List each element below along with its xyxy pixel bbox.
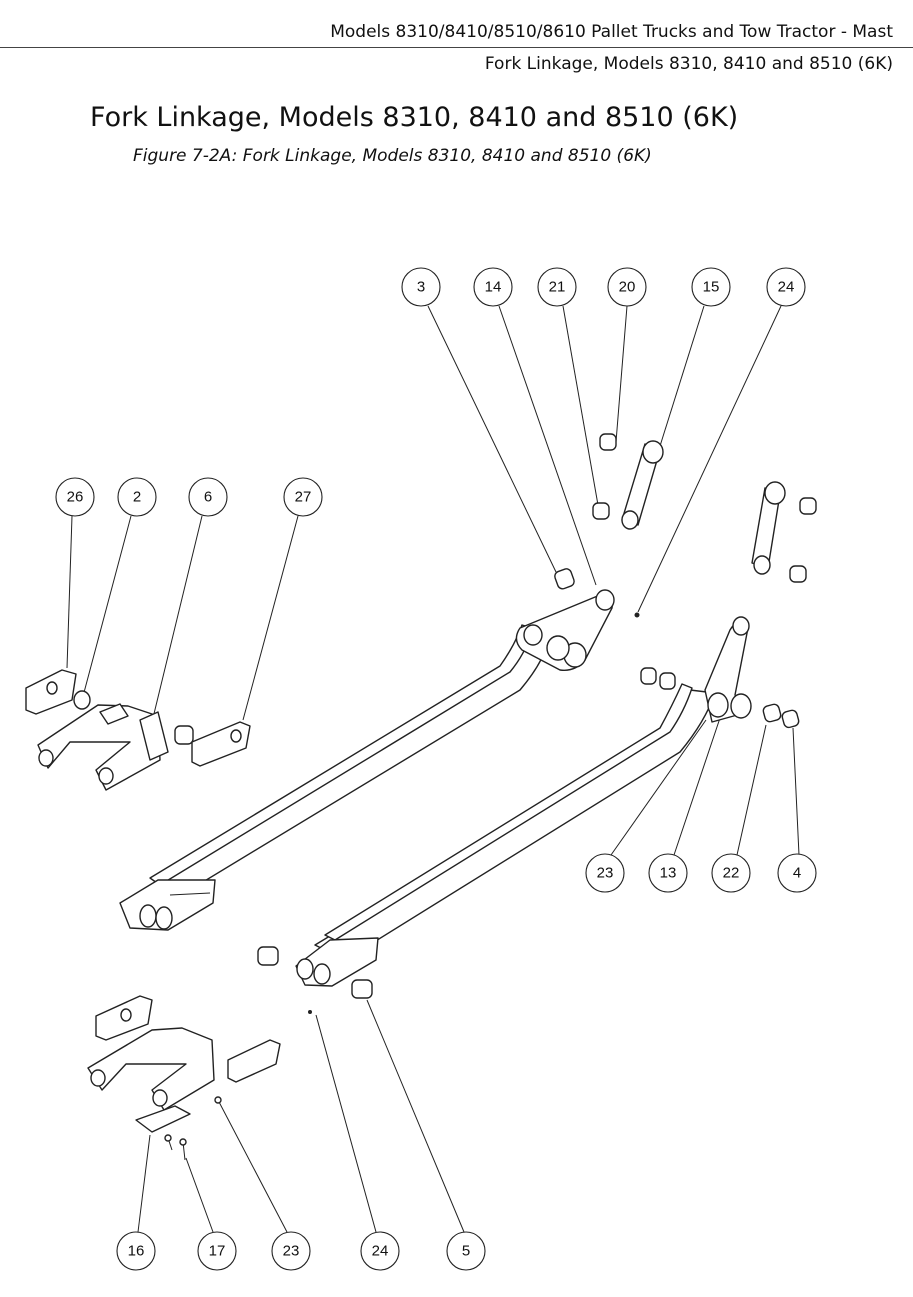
callout-5: 5 bbox=[446, 1231, 486, 1271]
callout-13: 13 bbox=[648, 853, 688, 893]
callout-20: 20 bbox=[607, 267, 647, 307]
callout-label: 23 bbox=[283, 1243, 300, 1260]
callout-label: 14 bbox=[485, 279, 502, 296]
callout-21: 21 bbox=[537, 267, 577, 307]
header-doc-title: Models 8310/8410/8510/8610 Pallet Trucks… bbox=[330, 22, 893, 42]
lower-bellcrank bbox=[640, 616, 800, 729]
connecting-link-upper bbox=[592, 433, 664, 530]
callout-24-top: 24 bbox=[766, 267, 806, 307]
leader-lines bbox=[66, 305, 800, 1233]
callout-label: 15 bbox=[703, 279, 720, 296]
callout-3: 3 bbox=[401, 267, 441, 307]
lower-fork-yoke bbox=[87, 946, 373, 1161]
callout-22: 22 bbox=[711, 853, 751, 893]
callout-label: 21 bbox=[549, 279, 566, 296]
header-divider bbox=[0, 47, 913, 48]
callout-23-bottom: 23 bbox=[271, 1231, 311, 1271]
callout-label: 27 bbox=[295, 489, 312, 506]
callout-label: 4 bbox=[793, 865, 801, 882]
callout-4: 4 bbox=[777, 853, 817, 893]
callout-2: 2 bbox=[117, 477, 157, 517]
callout-24-bottom: 24 bbox=[360, 1231, 400, 1271]
callout-label: 24 bbox=[778, 279, 795, 296]
callout-6: 6 bbox=[188, 477, 228, 517]
upper-bellcrank bbox=[515, 568, 640, 671]
callout-label: 13 bbox=[660, 865, 677, 882]
callout-label: 26 bbox=[67, 489, 84, 506]
callout-23-right: 23 bbox=[585, 853, 625, 893]
callout-label: 17 bbox=[209, 1243, 226, 1260]
callout-label: 3 bbox=[417, 279, 425, 296]
callout-label: 24 bbox=[372, 1243, 389, 1260]
callout-label: 2 bbox=[133, 489, 141, 506]
callout-label: 22 bbox=[723, 865, 740, 882]
callout-label: 16 bbox=[128, 1243, 145, 1260]
callout-26: 26 bbox=[55, 477, 95, 517]
callout-label: 5 bbox=[462, 1243, 470, 1260]
callout-14: 14 bbox=[473, 267, 513, 307]
callout-27: 27 bbox=[283, 477, 323, 517]
callout-label: 20 bbox=[619, 279, 636, 296]
upper-pull-rod bbox=[119, 624, 550, 931]
callout-17: 17 bbox=[197, 1231, 237, 1271]
lower-pull-rod bbox=[295, 683, 716, 987]
connecting-link-lower bbox=[751, 481, 817, 583]
callout-16: 16 bbox=[116, 1231, 156, 1271]
page-title: Fork Linkage, Models 8310, 8410 and 8510… bbox=[90, 102, 739, 133]
callout-label: 6 bbox=[204, 489, 212, 506]
upper-fork-yoke bbox=[25, 669, 251, 791]
callout-label: 23 bbox=[597, 865, 614, 882]
callout-15: 15 bbox=[691, 267, 731, 307]
header-section-title: Fork Linkage, Models 8310, 8410 and 8510… bbox=[484, 54, 893, 74]
figure-caption: Figure 7-2A: Fork Linkage, Models 8310, … bbox=[133, 146, 652, 166]
